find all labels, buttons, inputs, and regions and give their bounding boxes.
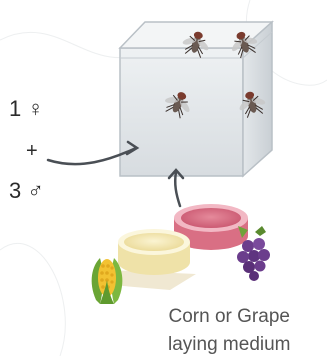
medium-caption-line1: Corn or Grape: [168, 303, 291, 331]
grape-icon: [237, 226, 270, 281]
plus-sign: +: [26, 140, 38, 163]
medium-caption: Corn or Grape laying medium: [168, 303, 291, 359]
medium-caption-line2: laying medium: [168, 331, 291, 359]
female-count-label: 1 ♀: [9, 96, 44, 122]
corn-icon: [92, 258, 123, 304]
male-count-label: 3 ♂: [9, 178, 44, 204]
arrow-icon: [169, 170, 183, 206]
